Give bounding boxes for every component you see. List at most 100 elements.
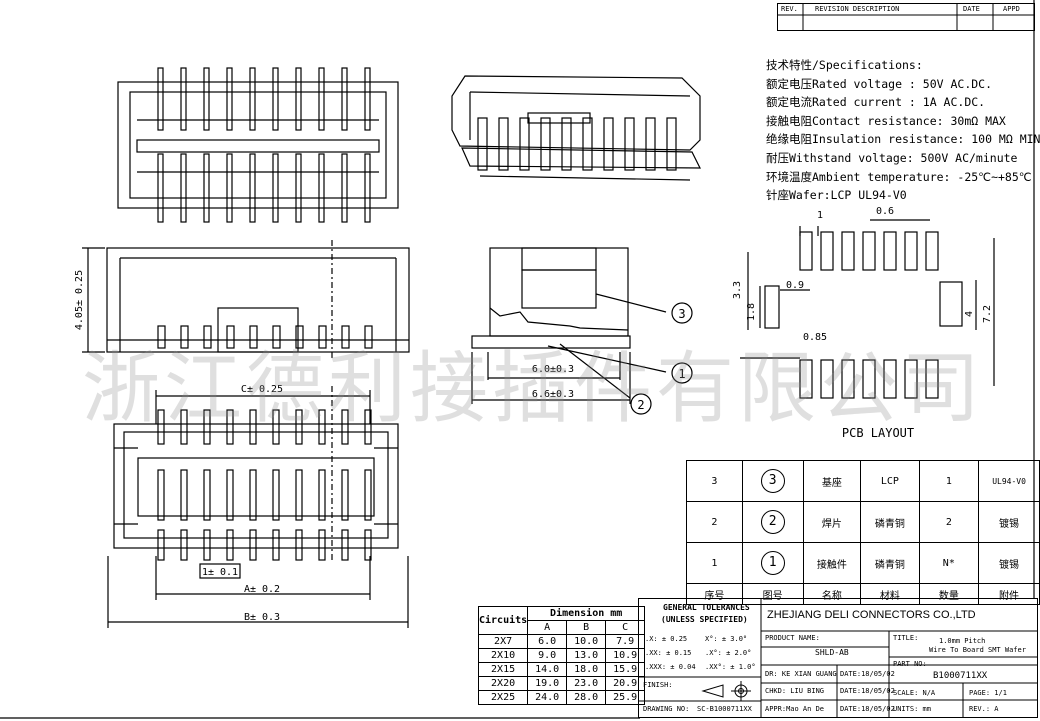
top-pin [364, 153, 371, 223]
pcb-caption: PCB LAYOUT [842, 426, 914, 440]
pcb-pad [820, 359, 834, 399]
rev-label: REV. [781, 5, 798, 13]
pcb-dim-4: 4 [964, 311, 975, 317]
page-number: PAGE: 1/1 [969, 689, 1007, 697]
parts-header-name: 名称 [802, 583, 862, 605]
bottom-view [107, 386, 409, 628]
finish-label: FINISH: [643, 681, 673, 689]
callout-1-circle [671, 362, 693, 384]
pcb-pad [904, 359, 918, 399]
bottom-pin [203, 469, 211, 521]
bottom-pin [180, 529, 188, 561]
bottom-pin [203, 529, 211, 561]
dim-row-2x15-b: 18.0 [566, 662, 607, 677]
part-3-no: 3 [686, 460, 743, 502]
dim-row-2x10-circuits: 2X10 [477, 648, 529, 663]
front-pin [364, 325, 373, 349]
iso-pin [519, 117, 530, 171]
part-2-qty: 2 [918, 501, 980, 543]
product-name: SHLD-AB [815, 648, 849, 657]
pcb-dim-18: 1.8 [746, 303, 757, 321]
dim-col-b: B [566, 620, 607, 635]
front-pin [157, 325, 166, 349]
bottom-pin [249, 409, 257, 445]
dim-table-title: Dimension mm [527, 606, 646, 621]
top-pin [318, 67, 325, 131]
bottom-pin [180, 409, 188, 445]
top-pin [226, 153, 233, 223]
part-3-fig: 3 [760, 469, 785, 493]
title-line-1: 1.0mm Pitch [939, 637, 986, 645]
part-1-material: 磷青铜 [860, 542, 920, 584]
dim-row-2x20-circuits: 2X20 [477, 676, 529, 691]
drawn-date: DATE:18/05/02 [840, 670, 895, 678]
drawing-no: SC-B1000711XX [697, 705, 752, 713]
revision-block: REV. REVISION DESCRIPTION DATE APPD [777, 3, 1035, 31]
part-2-fig: 2 [760, 510, 785, 534]
dim-row-2x25-b: 28.0 [566, 690, 607, 705]
spec-ambient-temperature: 环境温度Ambient temperature: -25℃~+85℃ [766, 169, 1032, 184]
dim-row-2x20-a: 19.0 [527, 676, 568, 691]
bottom-pin [318, 409, 326, 445]
bottom-pin [249, 469, 257, 521]
bottom-pin [364, 469, 372, 521]
pcb-dim-09: 0.9 [786, 280, 804, 291]
top-pin [157, 153, 164, 223]
title-block: GENERAL TOLERANCES (UNLESS SPECIFIED) .X… [638, 598, 1038, 718]
drawn-by: DR: KE XIAN GUANG [765, 670, 837, 678]
bottom-pin [295, 529, 303, 561]
spec-wafer: 针座Wafer:LCP UL94-V0 [766, 188, 907, 203]
dim-c: C± 0.25 [241, 384, 283, 395]
dim-side-inner: 6.0±0.3 [532, 364, 574, 375]
parts-header-fig: 图号 [741, 583, 804, 605]
top-pin [295, 67, 302, 131]
iso-pin [561, 117, 572, 171]
top-pin [249, 153, 256, 223]
dim-col-a: A [527, 620, 568, 635]
front-pin [272, 325, 281, 349]
part-1-name: 接触件 [802, 542, 862, 584]
part-no-label: PART NO: [893, 660, 927, 668]
dim-b: B± 0.3 [244, 612, 280, 623]
rev-date-label: DATE [963, 5, 980, 13]
checked-date: DATE:18/05/02 [840, 687, 895, 695]
dim-side-outer: 6.6±0.3 [532, 389, 574, 400]
tolerance-3: .X°: ± 2.0° [705, 649, 752, 657]
dim-row-2x10-a: 9.0 [527, 648, 568, 663]
pcb-dim-72: 7.2 [982, 305, 993, 323]
spec-rated-voltage: 额定电压Rated voltage : 50V AC.DC. [766, 76, 993, 91]
bottom-pin [226, 469, 234, 521]
front-view [82, 240, 410, 360]
bottom-pin [364, 409, 372, 445]
tolerance-5: .XX°: ± 1.0° [705, 663, 756, 671]
bottom-pin [295, 409, 303, 445]
pcb-pad [862, 359, 876, 399]
drawing-no-label: DRAWING NO: [643, 705, 690, 713]
top-pin [203, 67, 210, 131]
iso-pin [645, 117, 656, 171]
top-pin [341, 153, 348, 223]
tolerance-subtitle: (UNLESS SPECIFIED) [661, 615, 748, 624]
rev-appd-label: APPD [1003, 5, 1020, 13]
part-2-material: 磷青铜 [860, 501, 920, 543]
iso-pin [603, 117, 614, 171]
part-3-note: UL94-V0 [978, 460, 1040, 502]
title-block-grid [639, 599, 1037, 717]
part-3-qty: 1 [918, 460, 980, 502]
top-pin [180, 153, 187, 223]
dim-row-2x25-circuits: 2X25 [477, 690, 529, 705]
pcb-dim-1: 1 [817, 210, 823, 221]
dim-row-2x25-a: 24.0 [527, 690, 568, 705]
bottom-pin [157, 529, 165, 561]
bottom-pin [272, 529, 280, 561]
bottom-pin [364, 529, 372, 561]
part-1-qty: N* [918, 542, 980, 584]
dim-row-2x7-a: 6.0 [527, 634, 568, 649]
callout-3-circle [671, 302, 693, 324]
pcb-pad [883, 359, 897, 399]
bottom-pin [295, 469, 303, 521]
tolerance-2: .XX: ± 0.15 [645, 649, 692, 657]
approved-date: DATE:18/05/02 [840, 705, 895, 713]
revision: REV.: A [969, 705, 999, 713]
